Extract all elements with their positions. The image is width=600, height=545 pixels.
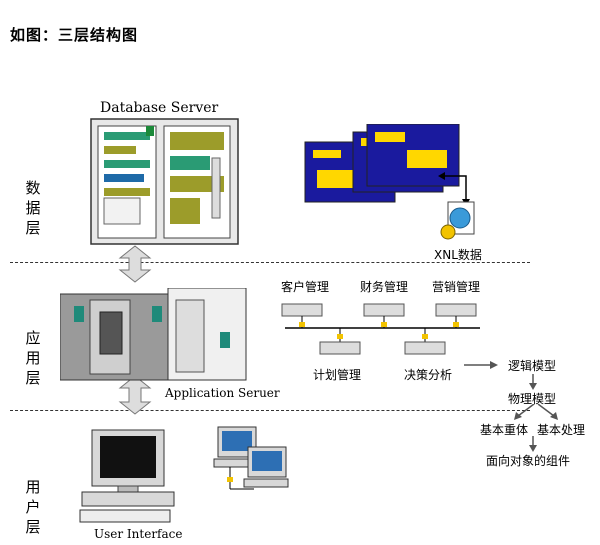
module-network-diagram bbox=[281, 303, 480, 355]
layer-label-app: 应用层 bbox=[22, 328, 44, 388]
client-windows-icon bbox=[304, 124, 460, 203]
layer-label-user-text: 用户层 bbox=[25, 478, 41, 536]
layer-label-data-text: 数据层 bbox=[25, 179, 41, 237]
module-label-decision: 决策分析 bbox=[404, 368, 453, 382]
model-logic: 逻辑模型 bbox=[508, 359, 557, 373]
model-component: 面向对象的组件 bbox=[486, 454, 571, 468]
application-server-label: Application Seruer bbox=[165, 386, 280, 400]
module-label-marketing: 营销管理 bbox=[432, 280, 481, 294]
decision-to-logic-arrow bbox=[464, 361, 498, 369]
data-app-double-arrow-icon bbox=[118, 245, 152, 283]
process-to-component-arrow bbox=[529, 436, 537, 452]
user-interface-label: User Interface bbox=[94, 527, 183, 541]
database-server-label: Database Server bbox=[100, 100, 219, 116]
layer-label-app-text: 应用层 bbox=[25, 329, 41, 387]
layer-separator-bottom bbox=[10, 410, 530, 411]
module-label-finance: 财务管理 bbox=[360, 280, 409, 294]
app-user-double-arrow-icon bbox=[118, 375, 152, 415]
physical-split-arrows bbox=[514, 404, 558, 420]
model-entity: 基本重体 bbox=[480, 423, 529, 437]
model-process: 基本处理 bbox=[537, 423, 586, 437]
logic-to-physical-arrow bbox=[529, 374, 537, 390]
page-title: 如图：三层结构图 bbox=[10, 26, 139, 44]
module-label-planning: 计划管理 bbox=[313, 368, 362, 382]
networked-computers-icon bbox=[213, 426, 289, 490]
layer-label-data: 数据层 bbox=[22, 178, 44, 238]
layer-separator-top bbox=[10, 262, 530, 263]
user-workstation-icon bbox=[79, 429, 175, 523]
xnl-document-icon bbox=[440, 201, 475, 240]
module-label-customer: 客户管理 bbox=[281, 280, 330, 294]
database-server-icon bbox=[90, 118, 239, 245]
model-physical: 物理模型 bbox=[508, 392, 557, 406]
application-server-icon bbox=[60, 288, 247, 381]
xnl-label: XNL数据 bbox=[434, 248, 482, 262]
layer-label-user: 用户层 bbox=[22, 477, 44, 537]
